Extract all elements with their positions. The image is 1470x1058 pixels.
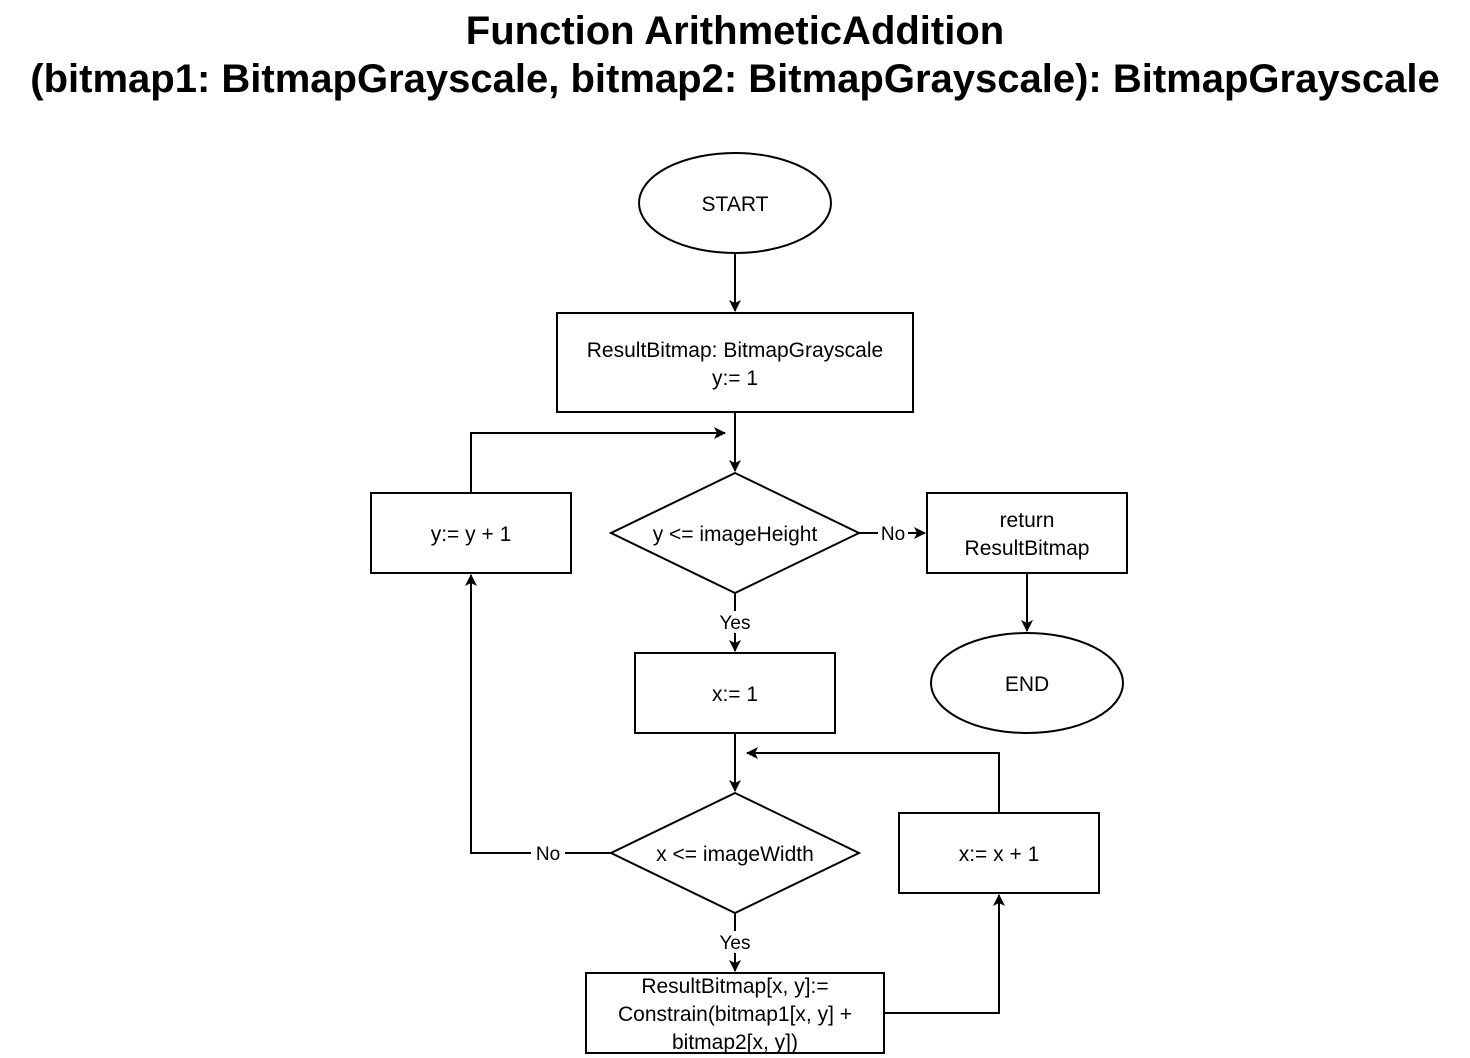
return-line1: return (1000, 509, 1055, 532)
end-terminal: END (930, 632, 1124, 734)
diagram-title-line1: Function ArithmeticAddition (466, 9, 1004, 53)
start-terminal: START (638, 152, 832, 254)
edge-label-yes-x: Yes (720, 933, 751, 954)
condition-y-label: y <= imageHeight (653, 523, 818, 546)
increment-x-label: x:= x + 1 (959, 843, 1040, 866)
diagram-title-line2: (bitmap1: BitmapGrayscale, bitmap2: Bitm… (30, 57, 1439, 101)
condition-x-label: x <= imageWidth (656, 843, 814, 866)
edge-cond-y-no-to-return: No (859, 522, 926, 545)
assign-process: ResultBitmap[x, y]:= Constrain(bitmap1[x… (585, 972, 885, 1054)
return-process: return ResultBitmap (926, 492, 1128, 574)
assign-line2: Constrain(bitmap1[x, y] + (618, 1003, 852, 1026)
return-line2: ResultBitmap (965, 537, 1090, 560)
increment-y-process: y:= y + 1 (370, 492, 572, 574)
condition-y-decision: y <= imageHeight (608, 471, 862, 595)
assign-line1: ResultBitmap[x, y]:= (641, 975, 828, 998)
edge-cond-y-yes-to-init-x: Yes (714, 593, 756, 652)
start-label: START (702, 193, 769, 216)
increment-x-process: x:= x + 1 (898, 812, 1100, 894)
init-process: ResultBitmap: BitmapGrayscale y:= 1 (556, 312, 914, 413)
init-x-label: x:= 1 (712, 683, 758, 706)
increment-y-label: y:= y + 1 (431, 523, 512, 546)
edge-label-no-y: No (881, 524, 905, 545)
condition-x-decision: x <= imageWidth (608, 791, 862, 915)
edge-label-yes-y: Yes (720, 613, 751, 634)
init-x-process: x:= 1 (634, 652, 836, 734)
edge-assign-to-inc-x (885, 894, 1005, 1014)
end-label: END (1005, 673, 1049, 696)
edge-label-no-x: No (536, 844, 560, 865)
init-line1: ResultBitmap: BitmapGrayscale (587, 339, 883, 362)
assign-line3: bitmap2[x, y]) (672, 1031, 798, 1054)
edge-inc-x-loop-back (746, 747, 1000, 813)
init-line2: y:= 1 (712, 367, 758, 390)
edge-cond-x-no-to-inc-y: No (465, 574, 611, 865)
edge-cond-x-yes-to-assign: Yes (714, 913, 756, 972)
edge-inc-y-loop-back (470, 427, 726, 493)
